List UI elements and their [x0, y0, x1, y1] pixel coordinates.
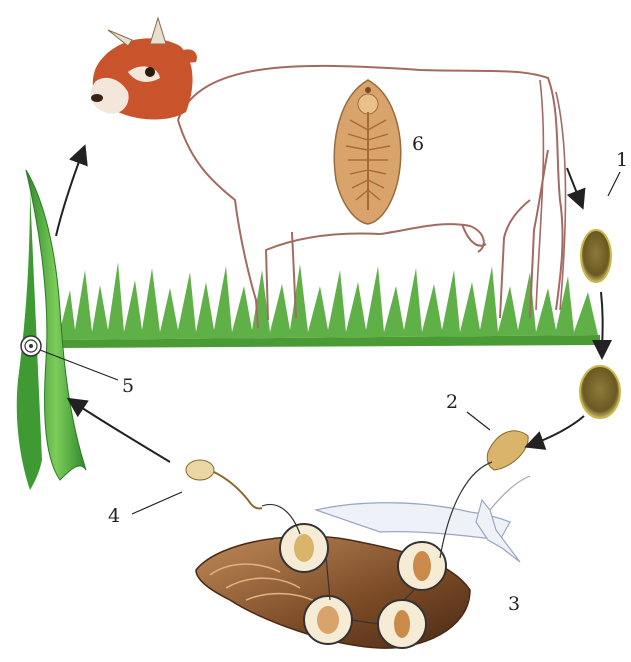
snail-icon [196, 462, 530, 648]
miracidium-icon [487, 431, 528, 470]
cow-icon [91, 18, 566, 328]
label-3: 3 [508, 593, 520, 615]
cyst-icon [21, 336, 41, 356]
label-6: 6 [412, 133, 424, 155]
label-2: 2 [446, 391, 458, 413]
label-4: 4 [108, 505, 120, 527]
grass-strip [58, 262, 600, 348]
label-1: 1 [616, 149, 628, 171]
cercaria-icon [186, 460, 300, 534]
label-5: 5 [122, 375, 134, 397]
liver-fluke-icon [334, 80, 400, 224]
